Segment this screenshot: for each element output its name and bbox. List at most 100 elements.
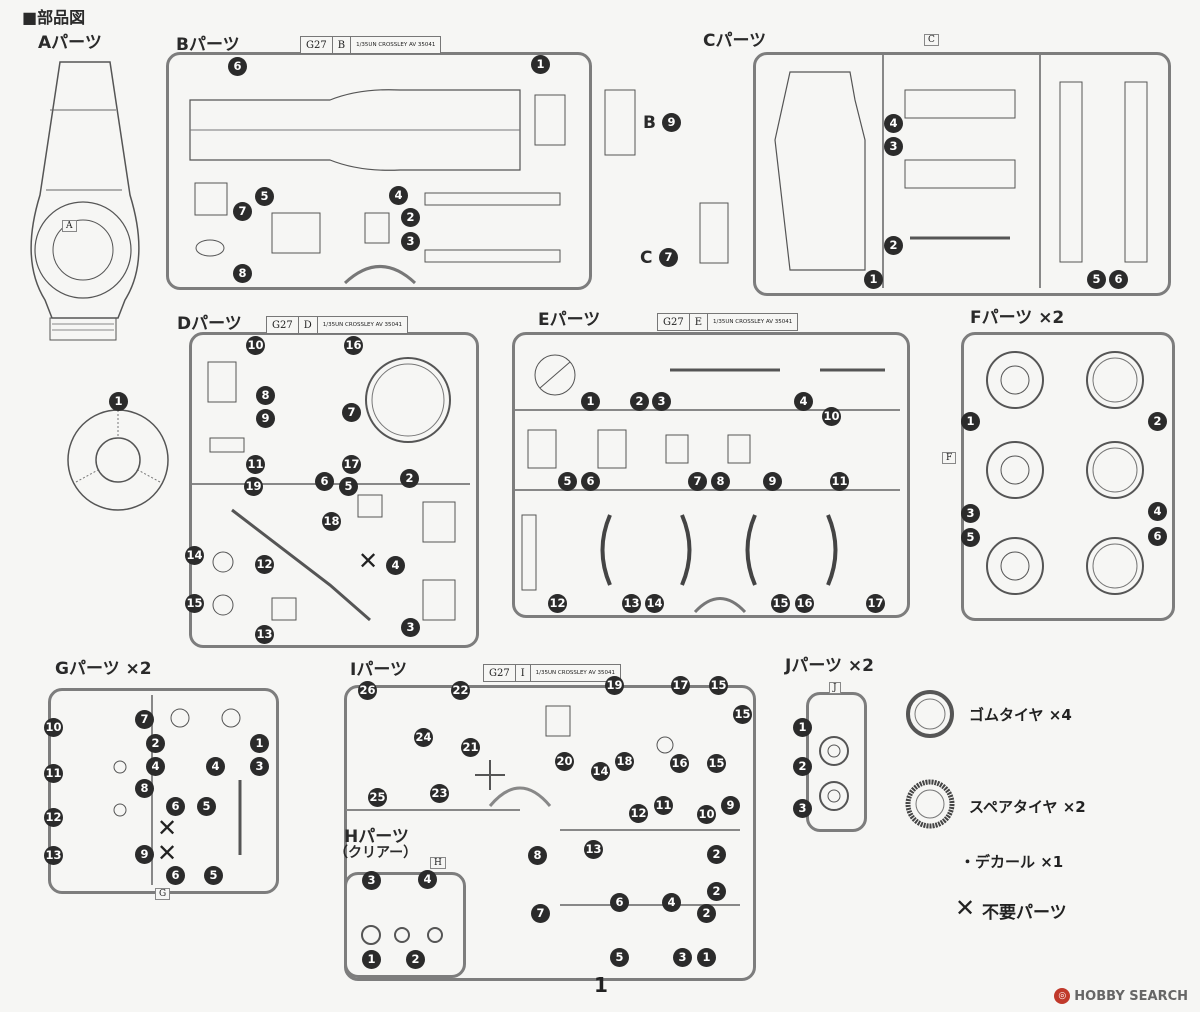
f-part-2-number: 2 <box>1148 412 1167 431</box>
f-parts-header: Fパーツ ×2 <box>970 308 1065 328</box>
i-part-5-number: 5 <box>610 948 629 967</box>
e-part-10-number: 10 <box>822 407 841 426</box>
g-part-8-number: 8 <box>135 779 154 798</box>
i-part-23-number: 23 <box>430 784 449 803</box>
d-part-6-number: 6 <box>315 472 334 491</box>
d-unneeded-mark: ✕ <box>358 547 379 575</box>
h-part-1-number: 1 <box>362 950 381 969</box>
a-parts-header: Aパーツ <box>38 33 102 53</box>
i-part-26-number: 26 <box>358 681 377 700</box>
e-part-16-number: 16 <box>795 594 814 613</box>
g-part-6a-number: 6 <box>166 797 185 816</box>
i-part-15a-number: 15 <box>709 676 728 695</box>
c-part-5-number: 5 <box>1087 270 1106 289</box>
c-sprue-frame <box>753 52 1171 296</box>
h-part-2-number: 2 <box>406 950 425 969</box>
c-part-3-number: 3 <box>884 137 903 156</box>
g-unneeded-mark-1: ✕ <box>157 814 178 842</box>
d-part-18-number: 18 <box>322 512 341 531</box>
i-part-7-number: 7 <box>531 904 550 923</box>
j-sprue-tag: J <box>829 682 841 694</box>
legend-decal: ・デカール ×1 <box>960 853 1064 871</box>
d-part-3-number: 3 <box>401 618 420 637</box>
g-part-7-number: 7 <box>135 710 154 729</box>
e-part-15-number: 15 <box>771 594 790 613</box>
e-part-1-number: 1 <box>581 392 600 411</box>
g-unneeded-mark-2: ✕ <box>157 839 178 867</box>
c-parts-header: Cパーツ <box>703 31 767 51</box>
i-part-4-number: 4 <box>662 893 681 912</box>
i-part-9-number: 9 <box>721 796 740 815</box>
d-part-16-number: 16 <box>344 336 363 355</box>
e-part-8-number: 8 <box>711 472 730 491</box>
d-part-10-number: 10 <box>246 336 265 355</box>
i-part-24-number: 24 <box>414 728 433 747</box>
i-part-11-number: 11 <box>654 796 673 815</box>
legend-rubber-tire: ゴムタイヤ ×4 <box>969 706 1072 724</box>
legend-unneeded-text: 不要パーツ <box>982 903 1067 923</box>
e-part-17-number: 17 <box>866 594 885 613</box>
i-sprue-frame <box>344 685 756 981</box>
j-part-3-number: 3 <box>793 799 812 818</box>
b9-side-label: B <box>643 113 656 133</box>
i-part-17-number: 17 <box>671 676 690 695</box>
a-part-1-number: 1 <box>109 392 128 411</box>
i-part-13-number: 13 <box>584 840 603 859</box>
d-part-14-number: 14 <box>185 546 204 565</box>
e-part-7-number: 7 <box>688 472 707 491</box>
g-part-5a-number: 5 <box>197 797 216 816</box>
watermark-logo-icon: ◎ <box>1054 988 1071 1004</box>
j-sprue-frame <box>806 692 867 832</box>
e-part-5-number: 5 <box>558 472 577 491</box>
d-part-12-number: 12 <box>255 555 274 574</box>
f-part-4-number: 4 <box>1148 502 1167 521</box>
d-part-17-number: 17 <box>342 455 361 474</box>
h-sprue-tag: H <box>430 857 446 869</box>
d-sprue-frame <box>189 332 479 648</box>
c-sprue-tag: C <box>924 34 939 46</box>
d-part-5-number: 5 <box>339 477 358 496</box>
j-part-1-number: 1 <box>793 718 812 737</box>
e-part-6-number: 6 <box>581 472 600 491</box>
f-part-3-number: 3 <box>961 504 980 523</box>
g-part-3-number: 3 <box>250 757 269 776</box>
g-part-9-number: 9 <box>135 845 154 864</box>
b-part-9-number: 9 <box>662 113 681 132</box>
b-part-5-number: 5 <box>255 187 274 206</box>
d-part-11-number: 11 <box>246 455 265 474</box>
d-part-15-number: 15 <box>185 594 204 613</box>
g-part-5b-number: 5 <box>204 866 223 885</box>
g-part-4a-number: 4 <box>146 757 165 776</box>
e-part-4-number: 4 <box>794 392 813 411</box>
g-part-10-number: 10 <box>44 718 63 737</box>
i-part-25-number: 25 <box>368 788 387 807</box>
g-sprue-tag: G <box>155 888 171 900</box>
i-part-1-number: 1 <box>697 948 716 967</box>
g-part-13-number: 13 <box>44 846 63 865</box>
b-part-8-number: 8 <box>233 264 252 283</box>
b-part-7-number: 7 <box>233 202 252 221</box>
d-part-8-number: 8 <box>256 386 275 405</box>
e-part-13-number: 13 <box>622 594 641 613</box>
b-sprue-frame <box>166 52 592 290</box>
c-part-6-number: 6 <box>1109 270 1128 289</box>
d-part-13-number: 13 <box>255 625 274 644</box>
h-part-3-number: 3 <box>362 871 381 890</box>
h-parts-header: Hパーツ <box>344 827 409 847</box>
page-number: 1 <box>594 973 608 997</box>
legend-spare-tire: スペアタイヤ ×2 <box>969 798 1086 816</box>
c-part-1-number: 1 <box>864 270 883 289</box>
b-part-6-number: 6 <box>228 57 247 76</box>
i-part-2c-number: 2 <box>697 904 716 923</box>
i-part-12-number: 12 <box>629 804 648 823</box>
b-part-4-number: 4 <box>389 186 408 205</box>
e-part-9-number: 9 <box>763 472 782 491</box>
d-part-7-number: 7 <box>342 403 361 422</box>
g-parts-header: Gパーツ ×2 <box>55 659 152 679</box>
e-parts-header: Eパーツ <box>538 310 601 330</box>
e-part-11-number: 11 <box>830 472 849 491</box>
i-part-21-number: 21 <box>461 738 480 757</box>
h-parts-subheader: （クリアー） <box>334 845 418 861</box>
i-part-6-number: 6 <box>610 893 629 912</box>
